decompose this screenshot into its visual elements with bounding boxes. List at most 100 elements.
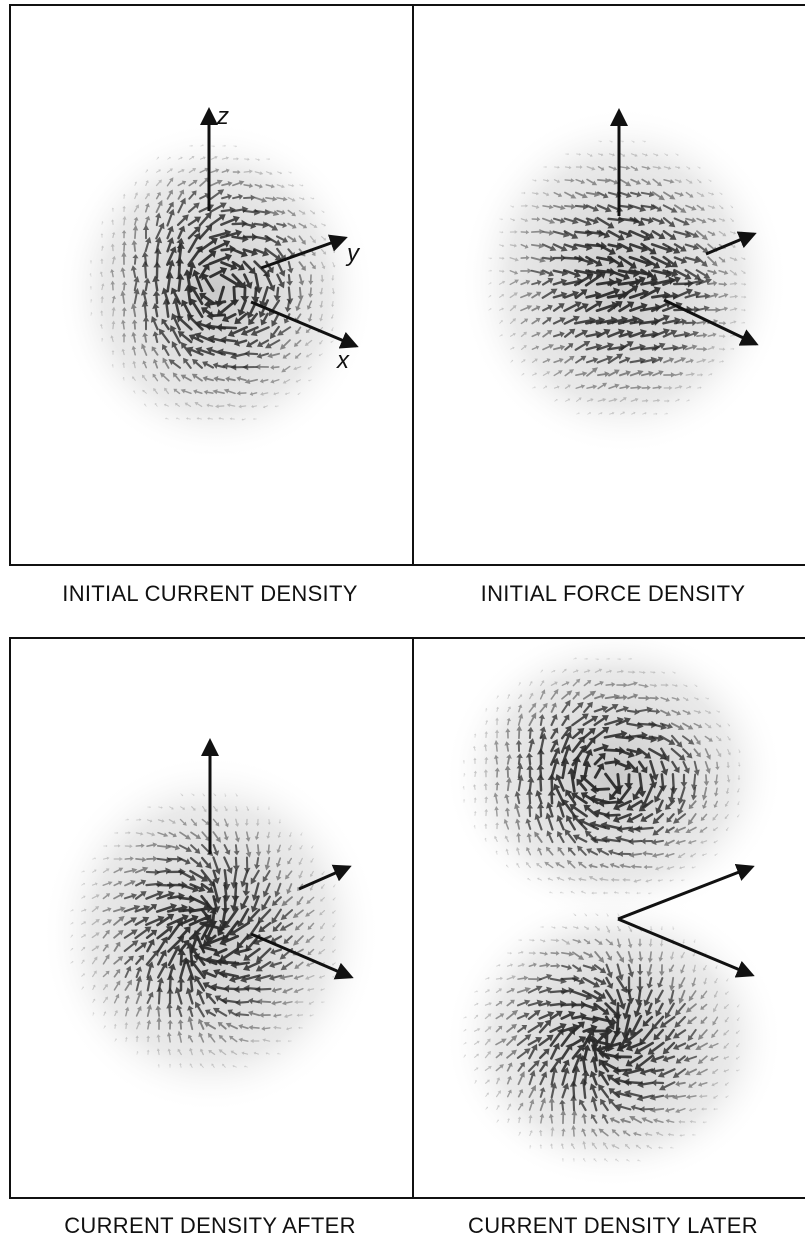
vector-arrow-icon <box>669 951 675 961</box>
vector-arrow-icon <box>601 1113 609 1124</box>
vector-arrow-icon <box>609 862 620 869</box>
vector-arrow-icon <box>311 845 314 849</box>
vector-arrow-icon <box>319 287 324 295</box>
vector-arrow-icon <box>737 801 740 806</box>
vector-arrow-icon <box>672 1029 687 1039</box>
vector-arrow-icon <box>604 1015 615 1030</box>
vector-arrow-icon <box>267 806 271 810</box>
vector-arrow-icon <box>197 1018 205 1030</box>
vector-arrow-icon <box>277 171 283 175</box>
vector-arrow-icon <box>175 1004 183 1018</box>
vector-arrow-icon <box>70 922 74 925</box>
vector-arrow-icon <box>100 258 104 264</box>
vector-arrow-icon <box>700 990 708 1000</box>
vector-arrow-icon <box>607 328 625 338</box>
vector-arrow-icon <box>102 953 110 965</box>
vector-arrow-icon <box>474 1079 477 1084</box>
vector-arrow-icon <box>620 411 626 415</box>
vector-arrow-icon <box>597 382 608 390</box>
vector-arrow-icon <box>597 397 607 402</box>
vector-arrow-icon <box>507 1103 512 1111</box>
vector-arrow-icon <box>168 819 176 824</box>
vector-arrow-icon <box>573 669 579 673</box>
vector-arrow-icon <box>297 286 304 302</box>
vector-arrow-icon <box>703 977 707 985</box>
vector-arrow-icon <box>583 680 592 687</box>
vector-arrow-icon <box>232 169 241 175</box>
vector-arrow-icon <box>539 702 548 713</box>
vector-arrow-icon <box>265 196 278 202</box>
vector-arrow-icon <box>683 1055 698 1063</box>
vector-arrow-icon <box>572 1157 575 1162</box>
vector-arrow-icon <box>662 269 679 278</box>
vector-arrow-icon <box>114 1010 118 1017</box>
vector-arrow-icon <box>700 840 708 844</box>
vector-arrow-icon <box>187 226 201 240</box>
vector-arrow-icon <box>293 987 304 994</box>
vector-arrow-icon <box>521 373 525 376</box>
vector-arrow-icon <box>574 273 594 287</box>
vector-arrow-icon <box>615 717 631 726</box>
vector-arrow-icon <box>735 1056 740 1060</box>
vector-arrow-icon <box>295 300 302 312</box>
vector-arrow-icon <box>640 813 654 822</box>
vector-arrow-icon <box>499 256 505 260</box>
vector-arrow-icon <box>552 303 565 312</box>
vector-arrow-icon <box>488 282 492 285</box>
vector-arrow-icon <box>578 818 600 831</box>
vector-arrow-icon <box>507 693 511 699</box>
vector-arrow-icon <box>564 828 577 844</box>
vector-arrow-icon <box>531 291 542 299</box>
vector-arrow-icon <box>550 950 560 956</box>
vector-arrow-icon <box>286 883 293 895</box>
vector-arrow-icon <box>660 760 669 776</box>
vector-arrow-icon <box>582 1140 587 1150</box>
vector-arrow-icon <box>154 402 158 407</box>
vector-arrow-icon <box>704 761 711 775</box>
vector-arrow-icon <box>245 831 251 842</box>
vector-arrow-icon <box>473 770 478 778</box>
vector-arrow-icon <box>629 1014 643 1037</box>
vector-arrow-icon <box>531 216 541 222</box>
vector-arrow-icon <box>693 722 703 729</box>
vector-arrow-icon <box>320 922 325 930</box>
vector-arrow-icon <box>143 277 151 292</box>
vector-arrow-icon <box>296 1013 304 1017</box>
vector-arrow-icon <box>125 831 131 835</box>
vector-arrow-icon <box>518 1131 522 1136</box>
vector-arrow-icon <box>517 1102 524 1111</box>
vector-arrow-icon <box>540 939 546 943</box>
vector-arrow-icon <box>178 844 192 852</box>
vector-arrow-icon <box>525 818 532 830</box>
vector-arrow-icon <box>608 383 620 390</box>
vector-arrow-icon <box>178 857 191 865</box>
vector-arrow-icon <box>179 1063 182 1068</box>
vector-arrow-icon <box>550 962 561 969</box>
vector-arrow-icon <box>674 1015 687 1028</box>
vector-arrow-icon <box>593 964 607 974</box>
vector-arrow-icon <box>542 229 554 236</box>
vector-arrow-icon <box>484 756 489 765</box>
vector-arrow-icon <box>554 773 566 792</box>
vector-arrow-icon <box>198 224 213 240</box>
axis-arrow-icon <box>705 231 757 256</box>
vector-arrow-icon <box>183 357 192 369</box>
vector-arrow-icon <box>696 256 708 267</box>
vector-arrow-icon <box>650 255 673 269</box>
vector-arrow-icon <box>135 954 145 965</box>
vector-arrow-icon <box>685 217 697 224</box>
vector-arrow-icon <box>573 913 577 917</box>
vector-arrow-icon <box>626 799 643 811</box>
vector-arrow-icon <box>662 1055 676 1063</box>
vector-arrow-icon <box>626 989 635 1005</box>
vector-arrow-icon <box>602 891 608 895</box>
vector-arrow-icon <box>704 735 713 742</box>
vector-arrow-icon <box>563 315 580 325</box>
vector-arrow-icon <box>619 178 632 187</box>
vector-arrow-icon <box>517 1089 524 1098</box>
vector-arrow-icon <box>530 228 545 235</box>
vector-arrow-icon <box>494 835 498 843</box>
vector-arrow-icon <box>485 1092 489 1097</box>
vector-arrow-icon <box>499 334 503 337</box>
vector-arrow-icon <box>651 342 666 351</box>
